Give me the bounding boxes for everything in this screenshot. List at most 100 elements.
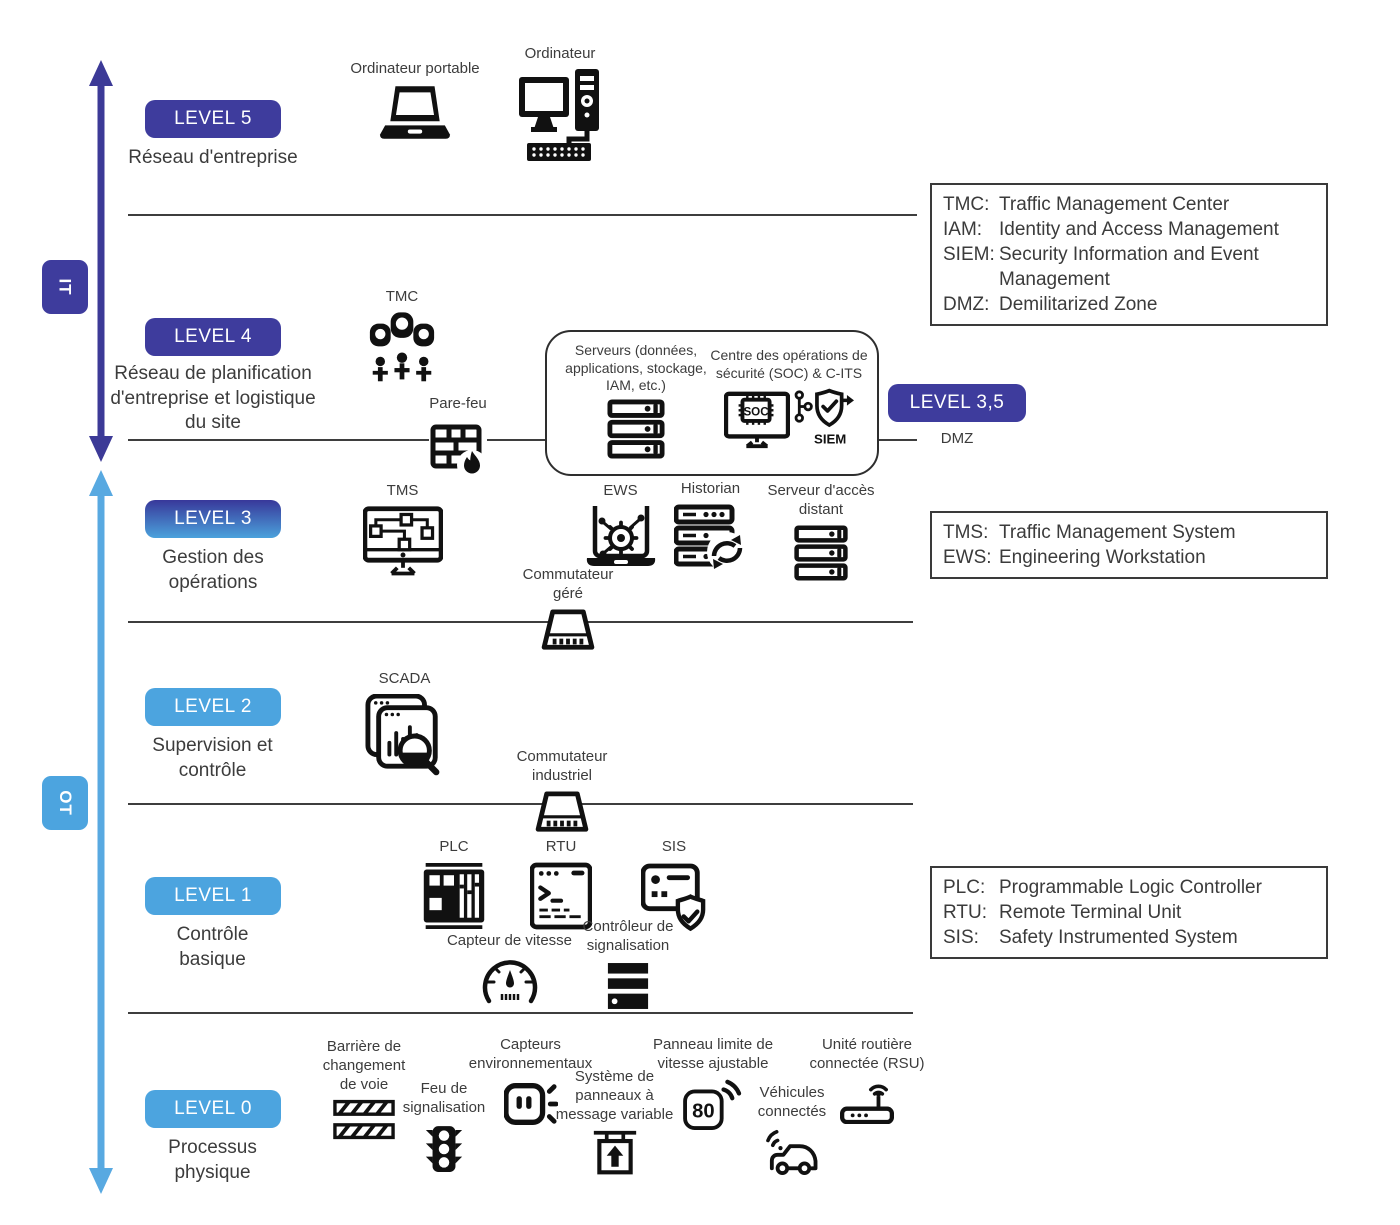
legend-row: PLC:Programmable Logic Controller bbox=[943, 875, 1315, 900]
laptop-label: Ordinateur portable bbox=[350, 60, 480, 77]
network-line-level4-left bbox=[128, 439, 545, 441]
legend-row: SIS:Safety Instrumented System bbox=[943, 925, 1315, 950]
legend-abbr: PLC: bbox=[943, 877, 986, 898]
level-4-badge: LEVEL 4 bbox=[145, 318, 281, 356]
legend-def: Remote Terminal Unit bbox=[999, 902, 1182, 924]
tmc-label: TMC bbox=[385, 288, 419, 305]
managed-switch-node: Commutateur géré bbox=[518, 566, 618, 653]
lane-barrier-icon bbox=[333, 1100, 395, 1140]
traffic-light-icon bbox=[425, 1125, 463, 1172]
soc-monitor-icon: SOC bbox=[724, 391, 790, 449]
speed-limit-sign-label: Panneau limite de vitesse ajustable bbox=[652, 1036, 774, 1072]
ot-rail-label: OT bbox=[55, 790, 75, 816]
signal-controller-icon bbox=[607, 962, 649, 1009]
desktop-node: Ordinateur bbox=[485, 45, 635, 161]
managed-switch-icon bbox=[541, 608, 595, 650]
plc-icon bbox=[423, 862, 485, 929]
legend-abbr: IAM: bbox=[943, 219, 983, 241]
historian-icon bbox=[673, 504, 747, 572]
desktop-label: Ordinateur bbox=[524, 45, 596, 62]
ot-rail-badge: OT bbox=[42, 776, 88, 830]
tms-label: TMS bbox=[386, 482, 419, 499]
legend-row: TMS:Traffic Management System bbox=[943, 520, 1315, 545]
ews-laptop-gear-icon bbox=[586, 505, 655, 566]
remote-access-server-node: Serveur d'accès distant bbox=[765, 482, 877, 581]
speed-sensor-node: Capteur de vitesse bbox=[442, 932, 577, 1007]
traffic-light-node: Feu de signalisation bbox=[398, 1080, 490, 1177]
legend-abbr: TMC: bbox=[943, 194, 990, 215]
servers-node: Serveurs (données, applications, stockag… bbox=[557, 342, 715, 459]
tmc-node: TMC bbox=[362, 288, 442, 392]
vms-sign-icon bbox=[593, 1131, 636, 1175]
historian-label: Historian bbox=[680, 480, 741, 497]
legend-def: Security Information and Event Managemen… bbox=[999, 244, 1259, 291]
soc-label: Centre des opérations de sécurité (SOC) … bbox=[710, 347, 868, 381]
level-3-badge: LEVEL 3 bbox=[145, 500, 281, 538]
rtu-label: RTU bbox=[545, 838, 577, 855]
connected-vehicles-node: Véhicules connectés bbox=[748, 1084, 836, 1175]
lane-barrier-node: Barrière de changement de voie bbox=[318, 1038, 410, 1141]
level-1-name: Contrôle basique bbox=[176, 924, 249, 970]
legend-def: Identity and Access Management bbox=[999, 219, 1279, 241]
laptop-node: Ordinateur portable bbox=[335, 60, 495, 142]
level-2-badge-label: LEVEL 2 bbox=[174, 696, 252, 717]
ews-node: EWS bbox=[578, 482, 663, 576]
signal-controller-label: Contrôleur de signalisation bbox=[582, 918, 674, 954]
rtu-icon bbox=[530, 862, 592, 930]
level-4-name: Réseau de planification d'entreprise et … bbox=[110, 363, 316, 434]
firewall-node: Pare-feu bbox=[418, 395, 498, 481]
desktop-computer-icon bbox=[519, 68, 599, 161]
level-5-badge: LEVEL 5 bbox=[145, 100, 281, 138]
vms-node: Système de panneaux à message variable bbox=[552, 1068, 677, 1177]
industrial-switch-icon bbox=[535, 790, 589, 832]
plc-label: PLC bbox=[439, 838, 469, 855]
legend-row: DMZ:Demilitarized Zone bbox=[943, 292, 1315, 317]
legend-abbr: TMS: bbox=[943, 522, 989, 543]
legend-acronyms-l1: PLC:Programmable Logic Controller RTU:Re… bbox=[930, 866, 1328, 960]
legend-row: RTU:Remote Terminal Unit bbox=[943, 900, 1315, 925]
soc-node: Centre des opérations de sécurité (SOC) … bbox=[703, 347, 875, 450]
level-0-badge: LEVEL 0 bbox=[145, 1090, 281, 1128]
level-5-name: Réseau d'entreprise bbox=[128, 147, 298, 168]
scada-icon bbox=[364, 693, 439, 776]
legend-abbr: SIS: bbox=[943, 927, 979, 949]
level-35-badge-label: LEVEL 3,5 bbox=[909, 392, 1005, 413]
level-35-badge: LEVEL 3,5 bbox=[888, 384, 1026, 422]
vms-label: Système de panneaux à message variable bbox=[555, 1068, 674, 1123]
it-rail-badge: IT bbox=[42, 260, 88, 314]
scada-label: SCADA bbox=[378, 670, 431, 687]
level-3-badge-label: LEVEL 3 bbox=[174, 508, 252, 529]
level-1-badge-label: LEVEL 1 bbox=[174, 885, 252, 906]
level-5-badge-label: LEVEL 5 bbox=[174, 108, 252, 129]
env-sensors-label: Capteurs environnementaux bbox=[468, 1036, 593, 1072]
network-line-level5 bbox=[128, 214, 917, 216]
legend-abbr: DMZ: bbox=[943, 294, 990, 316]
level-0-name: Processus physique bbox=[168, 1137, 257, 1183]
siem-shield-icon: SIEM bbox=[794, 388, 854, 447]
industrial-switch-node: Commutateur industriel bbox=[512, 748, 612, 835]
laptop-icon bbox=[380, 86, 450, 139]
connected-vehicles-label: Véhicules connectés bbox=[757, 1084, 827, 1120]
legend-row: IAM: Identity and Access Management bbox=[943, 217, 1315, 242]
legend-row: TMC:Traffic Management Center bbox=[943, 192, 1315, 217]
network-line-level2 bbox=[128, 803, 913, 805]
level-0-badge-label: LEVEL 0 bbox=[174, 1098, 252, 1119]
firewall-label: Pare-feu bbox=[429, 395, 487, 412]
legend-def: Engineering Workstation bbox=[999, 547, 1206, 569]
plc-node: PLC bbox=[418, 838, 490, 930]
signal-controller-node: Contrôleur de signalisation bbox=[572, 918, 684, 1012]
sis-label: SIS bbox=[661, 838, 687, 855]
historian-node: Historian bbox=[668, 480, 753, 574]
legend-acronyms-it: TMC:Traffic Management Center IAM: Identi… bbox=[930, 183, 1328, 327]
level-3-name: Gestion des opérations bbox=[162, 547, 264, 593]
managed-switch-label: Commutateur géré bbox=[522, 566, 614, 602]
rsu-node: Unité routière connectée (RSU) bbox=[808, 1036, 926, 1124]
connected-vehicle-icon bbox=[766, 1129, 818, 1175]
speed-limit-sign-icon: 80 bbox=[683, 1079, 742, 1130]
scada-node: SCADA bbox=[362, 670, 447, 778]
speed-limit-value: 80 bbox=[692, 1100, 715, 1122]
dmz-label: DMZ bbox=[940, 430, 974, 447]
ews-label: EWS bbox=[603, 482, 638, 499]
industrial-switch-label: Commutateur industriel bbox=[516, 748, 608, 784]
